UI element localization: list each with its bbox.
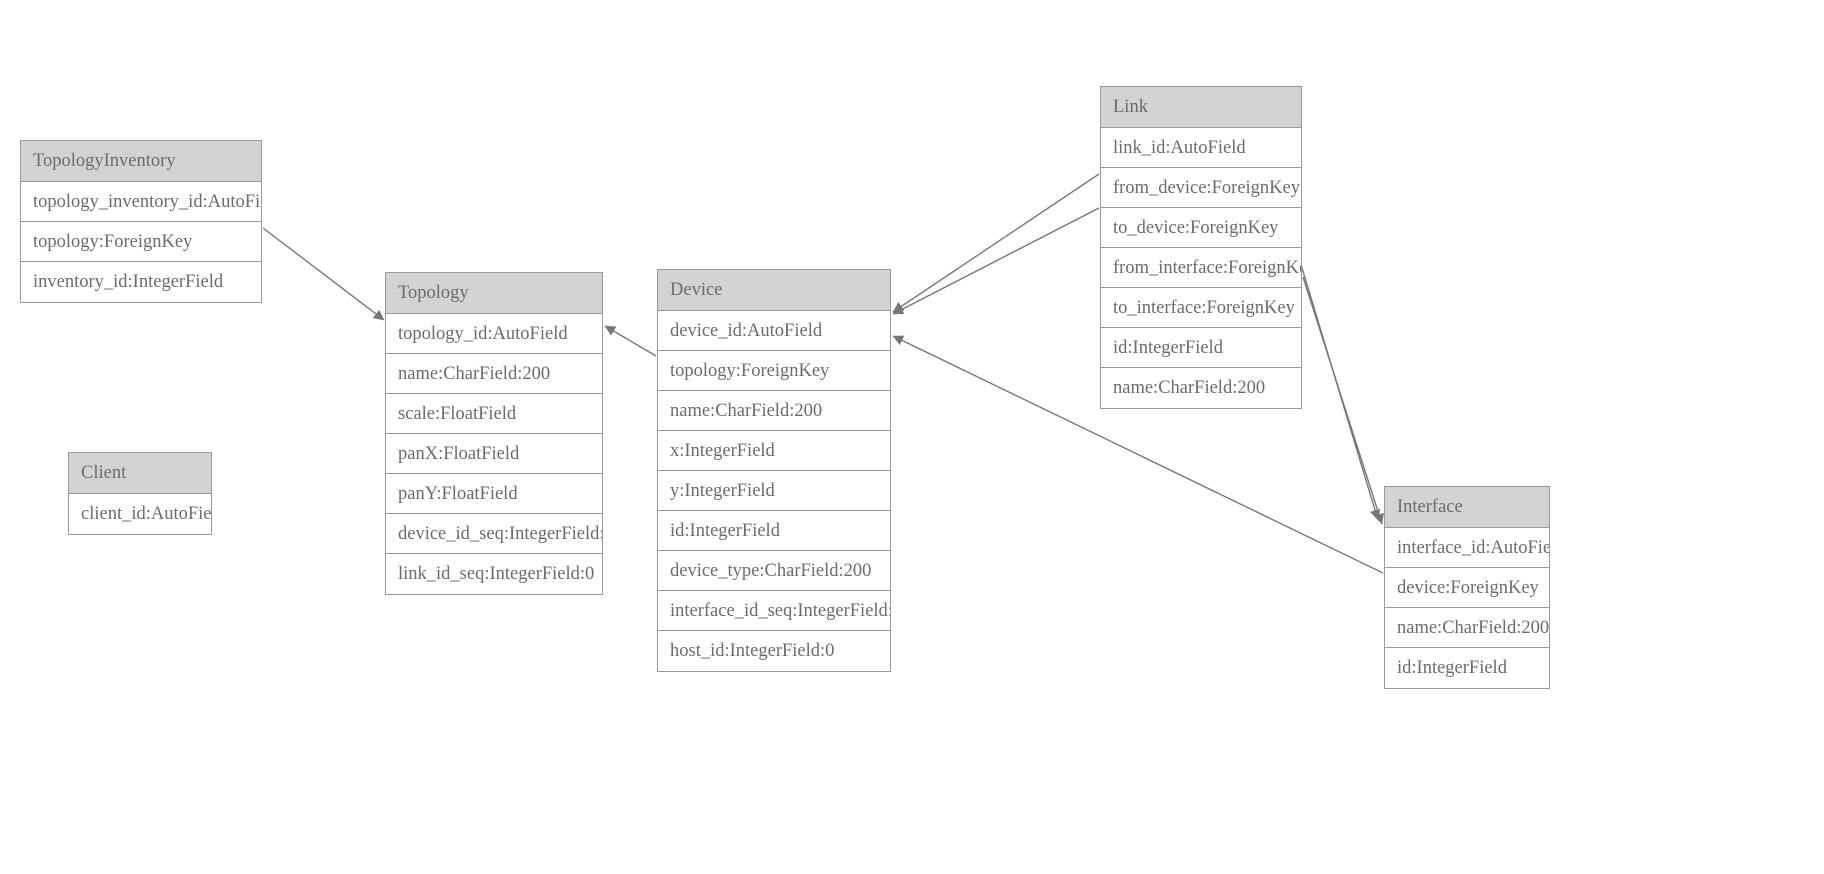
entity-field: name:CharField:200: [1101, 368, 1301, 408]
entity-link[interactable]: Link link_id:AutoField from_device:Forei…: [1100, 86, 1302, 409]
entity-field: topology:ForeignKey: [21, 222, 261, 262]
entity-field: link_id_seq:IntegerField:0: [386, 554, 602, 594]
edge-topologyinventory-topology: [262, 227, 385, 321]
entity-title: Link: [1101, 87, 1301, 128]
entity-field: y:IntegerField: [658, 471, 890, 511]
entity-title: TopologyInventory: [21, 141, 261, 182]
entity-field: panY:FloatField: [386, 474, 602, 514]
entity-field: id:IntegerField: [658, 511, 890, 551]
entity-field: topology_inventory_id:AutoField: [21, 182, 261, 222]
entity-field: x:IntegerField: [658, 431, 890, 471]
entity-field: interface_id_seq:IntegerField:0: [658, 591, 890, 631]
entity-field: name:CharField:200: [658, 391, 890, 431]
entity-field: from_device:ForeignKey: [1101, 168, 1301, 208]
entity-field: topology_id:AutoField: [386, 314, 602, 354]
entity-field: to_device:ForeignKey: [1101, 208, 1301, 248]
entity-title: Interface: [1385, 487, 1549, 528]
entity-title: Device: [658, 270, 890, 311]
entity-client[interactable]: Client client_id:AutoField: [68, 452, 212, 535]
entity-topologyinventory[interactable]: TopologyInventory topology_inventory_id:…: [20, 140, 262, 303]
edge-link-to_interface: [1302, 276, 1384, 525]
entity-field: device_id_seq:IntegerField:0: [386, 514, 602, 554]
entity-field: name:CharField:200: [1385, 608, 1549, 648]
entity-title: Topology: [386, 273, 602, 314]
entity-field: topology:ForeignKey: [658, 351, 890, 391]
entity-field: scale:FloatField: [386, 394, 602, 434]
entity-field: host_id:IntegerField:0: [658, 631, 890, 671]
entity-field: id:IntegerField: [1101, 328, 1301, 368]
entity-device[interactable]: Device device_id:AutoField topology:Fore…: [657, 269, 891, 672]
edge-link-to_device: [892, 207, 1100, 315]
entity-field: from_interface:ForeignKey: [1101, 248, 1301, 288]
entity-title: Client: [69, 453, 211, 494]
entity-field: panX:FloatField: [386, 434, 602, 474]
entity-field: device_type:CharField:200: [658, 551, 890, 591]
edge-device-topology: [604, 325, 657, 357]
entity-field: link_id:AutoField: [1101, 128, 1301, 168]
entity-field: to_interface:ForeignKey: [1101, 288, 1301, 328]
entity-interface[interactable]: Interface interface_id:AutoField device:…: [1384, 486, 1550, 689]
entity-field: inventory_id:IntegerField: [21, 262, 261, 302]
entity-field: interface_id:AutoField: [1385, 528, 1549, 568]
edge-link-from_device: [892, 173, 1100, 313]
edge-link-from_interface: [1298, 257, 1381, 521]
entity-field: name:CharField:200: [386, 354, 602, 394]
entity-field: device_id:AutoField: [658, 311, 890, 351]
entity-field: id:IntegerField: [1385, 648, 1549, 688]
entity-topology[interactable]: Topology topology_id:AutoField name:Char…: [385, 272, 603, 595]
entity-field: device:ForeignKey: [1385, 568, 1549, 608]
entity-field: client_id:AutoField: [69, 494, 211, 534]
